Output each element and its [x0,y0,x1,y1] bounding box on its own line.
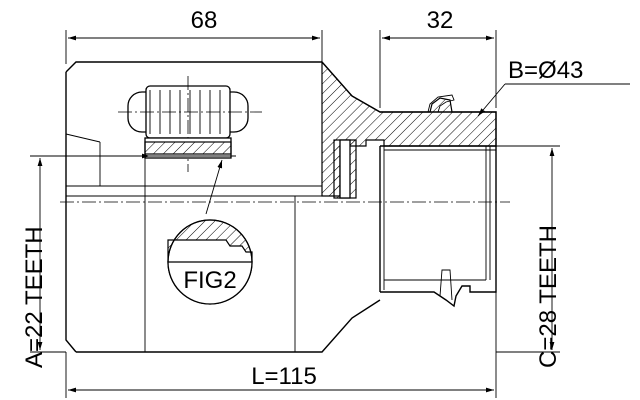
dimension-outer-diameter: B=Ø43 [477,57,630,117]
dimension-l-label: L=115 [251,363,317,390]
fig2-label: FIG2 [183,267,236,294]
dimension-a-label: A=22 TEETH [21,226,48,368]
housing-section [65,60,497,353]
dimension-stem-length: 32 [379,7,497,108]
dimension-inner-teeth: A=22 TEETH [21,153,150,368]
dimension-c-label: C=28 TEETH [535,225,562,368]
dimension-housing-length: 68 [65,7,323,64]
dimension-total-length: L=115 [65,292,497,398]
fig2-detail-callout: FIG2 [167,159,253,305]
tripod-roller-assembly [118,76,262,172]
dimension-b-label: B=Ø43 [508,57,583,84]
dimension-outer-teeth: C=28 TEETH [496,145,562,368]
dimension-32-label: 32 [427,7,454,34]
dimension-68-label: 68 [191,7,218,34]
stem-spline-section [333,139,497,308]
